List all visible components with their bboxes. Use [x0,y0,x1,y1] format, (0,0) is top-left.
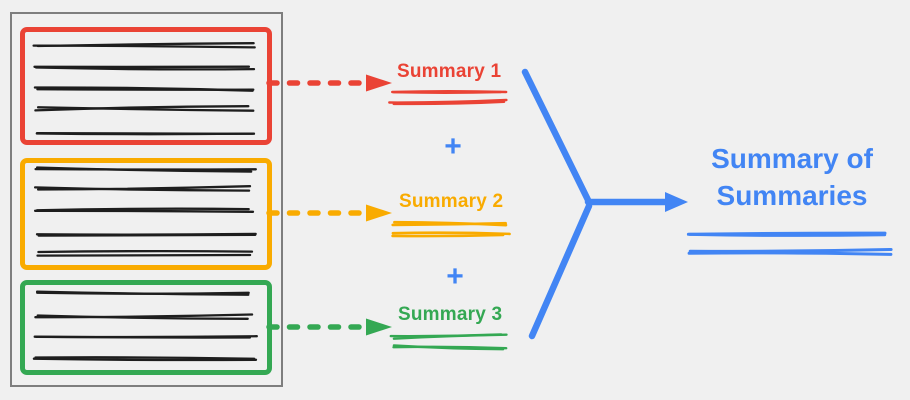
text-scribble-lines [33,166,257,257]
merge-arrow [521,68,688,340]
plus-operator-2: + [446,260,464,293]
summary-2-label: Summary 2 [399,191,504,212]
text-scribble-lines [32,42,256,136]
text-scribble-lines [32,290,258,362]
plus-operator-1: + [444,130,462,163]
green-dashed-arrow [266,318,392,336]
document-section-red [20,27,272,145]
result-label: Summary of Summaries [711,143,873,211]
summary-3-label: Summary 3 [398,304,503,325]
summary-3-scribble [389,333,508,351]
document-section-orange [20,158,272,270]
result-scribble [686,231,893,256]
summary-2-scribble [391,220,511,238]
document-section-green [20,280,272,375]
summary-1-label: Summary 1 [397,61,502,82]
source-document [10,12,283,387]
red-dashed-arrow [266,74,392,92]
orange-dashed-arrow [266,204,392,222]
summary-1-scribble [388,90,508,106]
